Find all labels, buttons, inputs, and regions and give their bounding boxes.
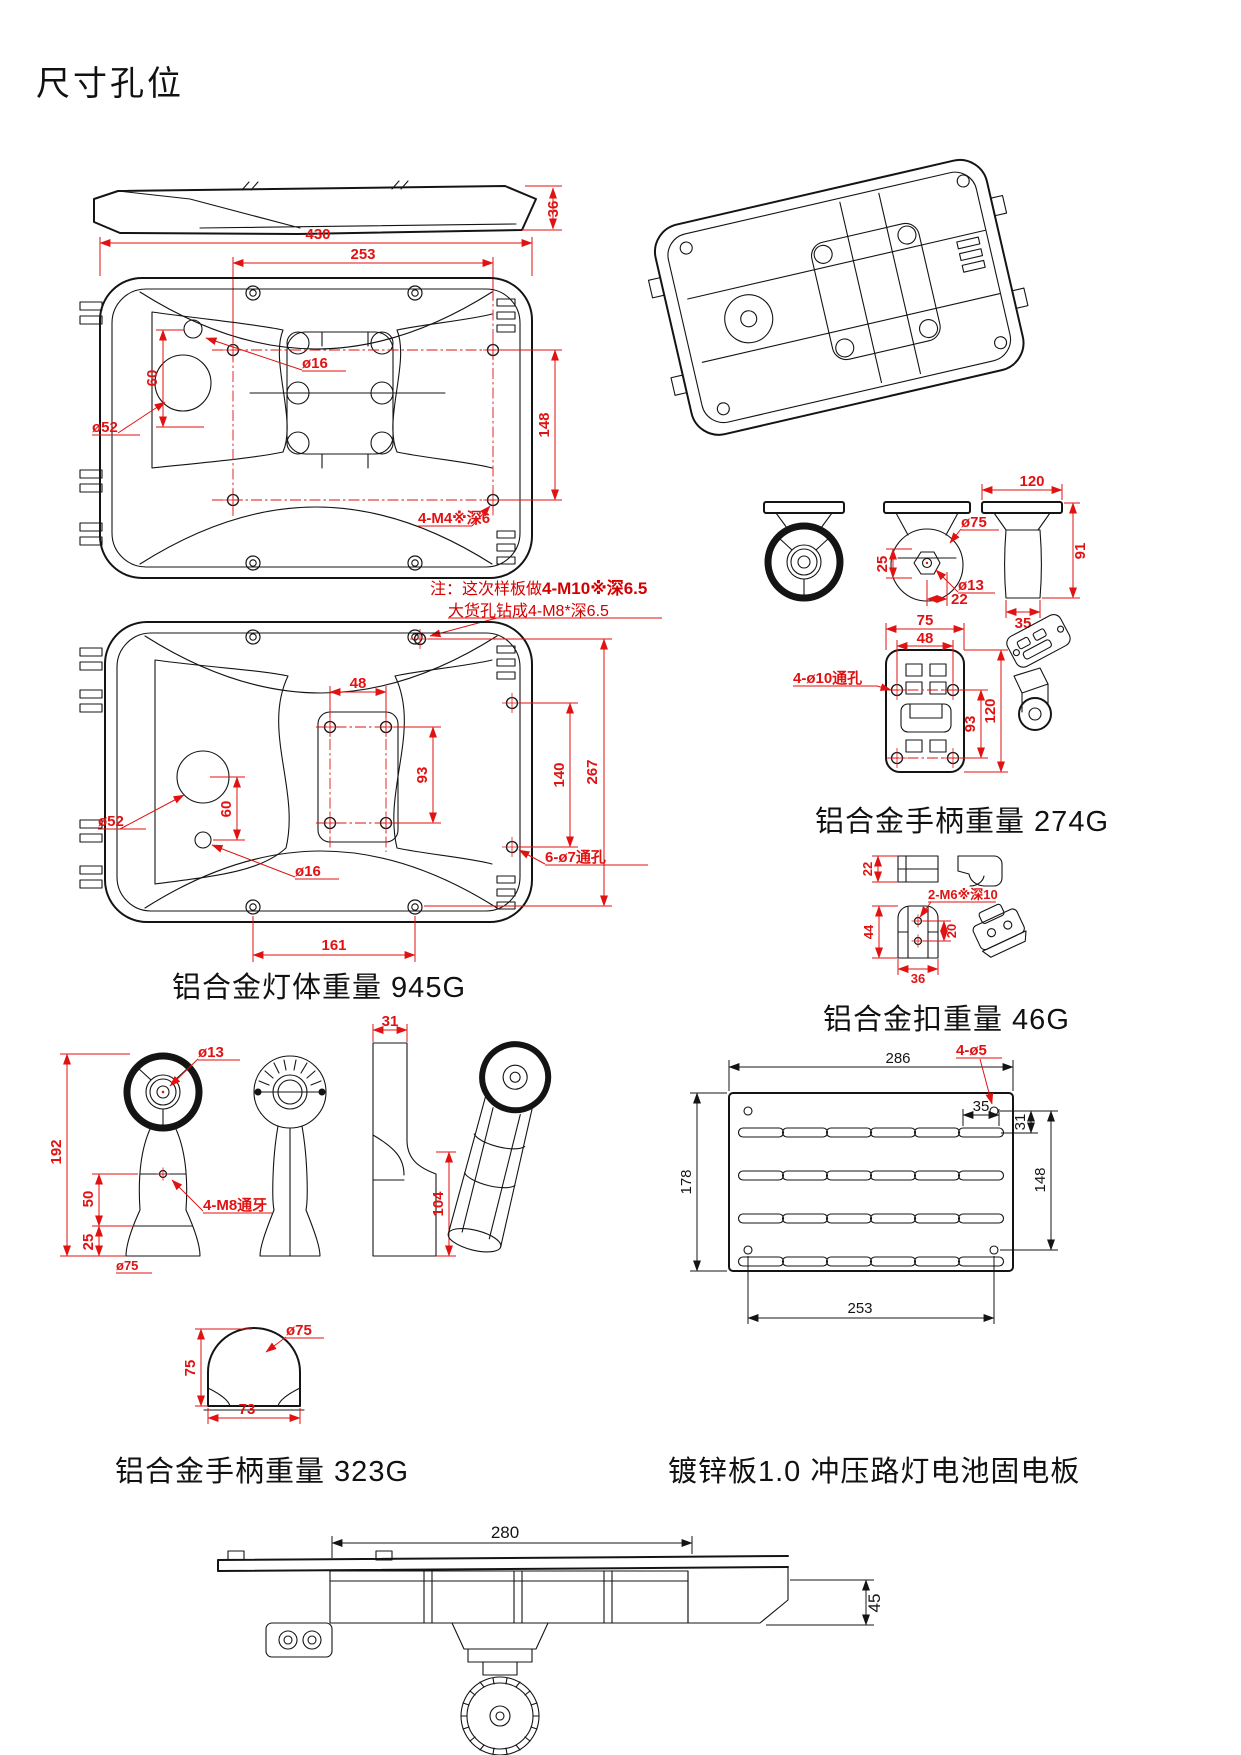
dim-tap-m8: 4-M8通牙 — [203, 1197, 267, 1214]
dim-280: 280 — [491, 1523, 519, 1542]
dim-48: 48 — [350, 675, 367, 692]
dim-b48: 48 — [917, 630, 934, 647]
dim-253: 253 — [350, 246, 375, 263]
dim-50: 50 — [80, 1191, 97, 1208]
handle-side-view: 120 91 35 — [981, 473, 1089, 632]
bracket-isometric — [1006, 614, 1071, 668]
overall-dims: 430 253 — [99, 226, 533, 340]
dim-p35: 35 — [973, 1098, 990, 1115]
caption-clip-weight: 铝合金扣重量 46G — [823, 1004, 1070, 1036]
dim-178: 178 — [678, 1169, 695, 1194]
dim-22: 22 — [951, 591, 968, 608]
dim-hole52b: ø52 — [98, 813, 124, 830]
dim-430: 430 — [305, 226, 330, 243]
battery-plate-view: 286 35 4-ø5 31 148 178 253 — [678, 1042, 1058, 1324]
dim-31: 31 — [382, 1013, 399, 1030]
caption-handle-weight-274: 铝合金手柄重量 274G — [815, 806, 1109, 838]
caption-handle-weight-323: 铝合金手柄重量 323G — [115, 1456, 409, 1488]
dim-c22: 22 — [860, 862, 875, 876]
dim-thru-4x10: 4-ø10通孔 — [793, 670, 862, 687]
lamp-body-view: 48 93 140 267 60 ø52 ø16 6-ø7通孔 161 — [79, 621, 648, 962]
note-line-2: 大货孔钻成4-M8*深6.5 — [448, 603, 609, 620]
dim-p148: 148 — [1032, 1167, 1049, 1192]
page-title: 尺寸孔位 — [36, 65, 184, 103]
dim-91: 91 — [1072, 543, 1089, 560]
dim-253b: 253 — [847, 1300, 872, 1317]
dim-hole52: ø52 — [92, 419, 118, 436]
dim-h25: 25 — [80, 1234, 97, 1251]
dim-hole16: ø16 — [302, 355, 328, 372]
note-line1-prefix: 注：这次样板做 — [430, 581, 543, 598]
handle2-isometric — [447, 1041, 552, 1253]
dim-h13: ø13 — [198, 1044, 224, 1061]
clip-isometric — [972, 903, 1027, 958]
note-line-1: 注：这次样板做4-M10※深6.5 — [430, 574, 647, 599]
clip-views: 22 44 20 36 2-M6※深10 — [860, 855, 1003, 986]
note-line1-spec: 4-M10※深6.5 — [542, 579, 648, 598]
dim-45: 45 — [865, 1594, 884, 1613]
housing-top-view: 148 60 ø16 ø52 4-M4※深6 — [79, 277, 562, 579]
dim-267: 267 — [584, 759, 601, 784]
dim-161: 161 — [321, 937, 346, 954]
dim-104: 104 — [430, 1191, 447, 1217]
handle2-side-view: 31 104 — [372, 1013, 456, 1257]
dim-hole13: ø13 — [958, 577, 984, 594]
dim-36: 36 — [545, 201, 562, 218]
plate-slots — [737, 1127, 1005, 1267]
handle2-dome-view: ø75 75 73 — [182, 1322, 324, 1424]
dim-25: 25 — [874, 556, 891, 573]
dim-192: 192 — [48, 1139, 65, 1164]
dim-120: 120 — [1019, 473, 1044, 490]
handle2-front-view: ø13 192 50 25 ø75 4-M8通牙 — [48, 1044, 272, 1274]
housing-isometric-view — [647, 158, 1029, 436]
dim-60b: 60 — [218, 801, 235, 818]
dim-thru-6x7: 6-ø7通孔 — [545, 849, 606, 866]
dim-tap-m6: 2-M6※深10 — [928, 887, 998, 902]
pole-dial — [460, 1676, 540, 1755]
dim-dome75: ø75 — [286, 1322, 312, 1339]
caption-plate: 镀锌板1.0 冲压路灯电池固电板 — [668, 1456, 1081, 1488]
handle-front-view — [763, 501, 845, 602]
dim-60: 60 — [144, 370, 161, 387]
dim-dia75: ø75 — [961, 514, 987, 531]
dim-c20: 20 — [944, 924, 959, 938]
dim-b93: 93 — [962, 716, 979, 733]
dim-h75-small: ø75 — [116, 1258, 138, 1273]
caster-isometric — [1013, 667, 1052, 731]
dim-b120: 120 — [982, 698, 999, 723]
handle-mount-view: 25 22 ø13 ø75 — [874, 501, 999, 608]
dim-140: 140 — [551, 762, 568, 787]
assembly-side-view: 280 45 — [217, 1523, 884, 1755]
dim-v75: 75 — [182, 1360, 199, 1377]
handle2-gauge-view — [253, 1055, 327, 1257]
dim-hole16b: ø16 — [295, 863, 321, 880]
bracket-plate-view: 75 48 93 120 4-ø10通孔 — [793, 612, 1008, 773]
dim-148: 148 — [536, 412, 553, 437]
dim-c36: 36 — [911, 971, 925, 986]
dim-93: 93 — [414, 767, 431, 784]
dim-c44: 44 — [861, 924, 876, 939]
dim-tap-m4: 4-M4※深6 — [418, 509, 490, 527]
lid-side-view: 36 — [93, 180, 562, 235]
dim-b75: 75 — [917, 612, 934, 629]
dim-286: 286 — [885, 1050, 910, 1067]
dim-p31: 31 — [1012, 1114, 1029, 1131]
dim-holes-4x5: 4-ø5 — [956, 1042, 987, 1059]
dim-73: 73 — [239, 1401, 256, 1418]
caption-lamp-body-weight: 铝合金灯体重量 945G — [172, 972, 466, 1004]
